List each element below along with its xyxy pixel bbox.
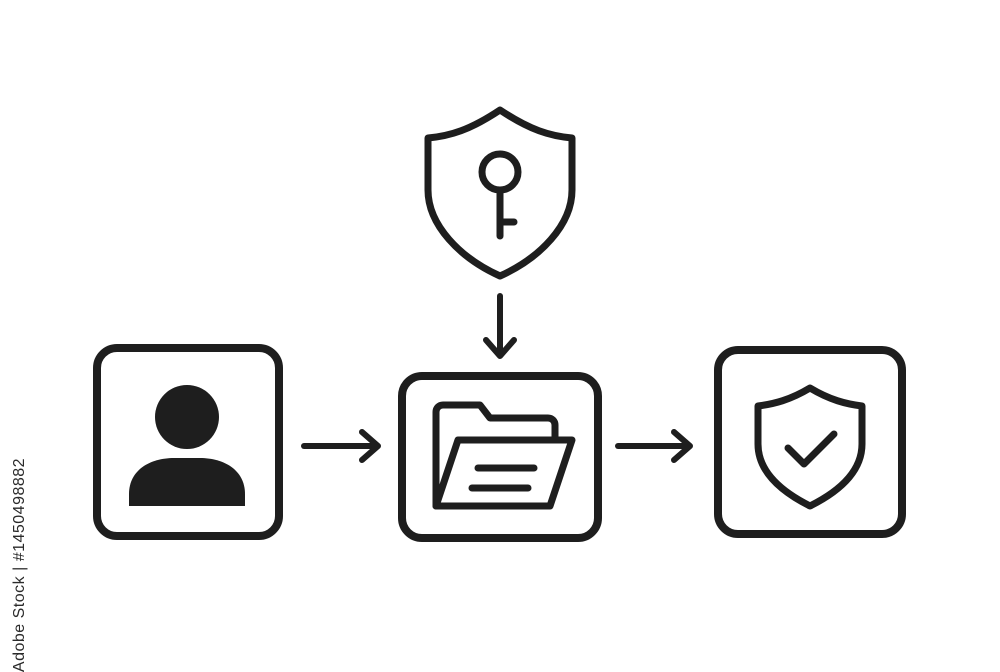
arrow-down [483, 293, 517, 359]
verified-box [714, 346, 906, 538]
user-box [93, 344, 283, 540]
arrow-right-1 [301, 429, 381, 463]
stock-id-text: Adobe Stock | #1450498882 [11, 457, 28, 672]
stock-id-label: Adobe Stock | #1450498882 [8, 458, 32, 672]
open-folder-icon [432, 401, 576, 510]
shield-check-icon [754, 384, 866, 510]
user-icon [129, 385, 245, 506]
shield-key-icon [424, 106, 576, 280]
folder-box [398, 372, 602, 542]
arrow-right-2 [615, 429, 693, 463]
